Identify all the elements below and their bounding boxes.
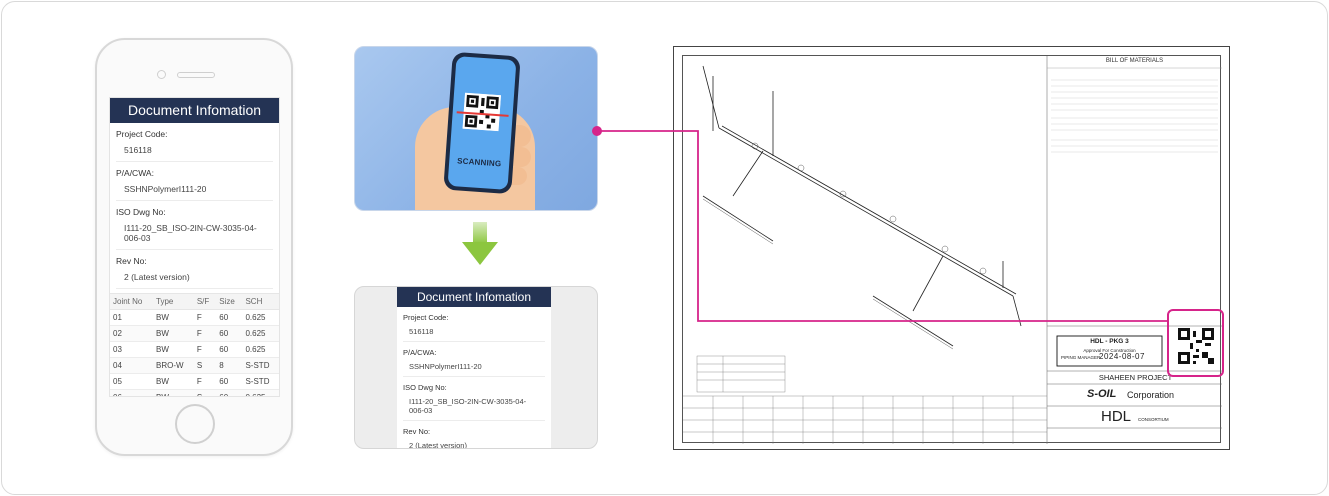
table-cell: F bbox=[193, 309, 217, 326]
scanning-illustration: SCANNING bbox=[354, 46, 598, 211]
table-cell: 01 bbox=[110, 309, 153, 326]
iso-dwg-label: ISO Dwg No: bbox=[116, 207, 166, 217]
scanning-label: SCANNING bbox=[456, 156, 502, 169]
phone-mockup: Document Infomation Project Code: 516118… bbox=[95, 38, 293, 456]
col-size: Size bbox=[216, 293, 243, 310]
table-cell: 0.625 bbox=[242, 341, 279, 358]
document-info-title: Document Infomation bbox=[110, 98, 279, 123]
table-cell: F bbox=[193, 373, 217, 390]
table-cell: 06 bbox=[110, 389, 153, 396]
preview-pacwa-value: SSHNPolymerI111-20 bbox=[403, 359, 545, 377]
qr-code-icon bbox=[462, 92, 501, 132]
approval-date: 2024-08-07 bbox=[1099, 352, 1145, 361]
table-cell: 03 bbox=[110, 341, 153, 358]
table-cell: BRO-W bbox=[153, 357, 194, 374]
table-cell: F bbox=[193, 341, 217, 358]
table-cell: 0.625 bbox=[242, 325, 279, 342]
table-cell: BW bbox=[153, 389, 194, 396]
table-cell: S-STD bbox=[242, 373, 279, 390]
table-cell: 60 bbox=[216, 389, 243, 396]
table-cell: BW bbox=[153, 341, 194, 358]
document-info-preview-panel: Document Infomation Project Code: 516118… bbox=[397, 287, 551, 448]
qr-highlight-box bbox=[1167, 309, 1224, 377]
col-sch: SCH bbox=[242, 293, 279, 310]
pacwa-value: SSHNPolymerI111-20 bbox=[116, 180, 273, 201]
preview-project-code-value: 516118 bbox=[403, 324, 545, 342]
phone-home-button bbox=[175, 404, 215, 444]
pacwa-label: P/A/CWA: bbox=[116, 168, 154, 178]
consortium-label: CONSORTIUM bbox=[1138, 417, 1169, 422]
table-row: 06BWS600.625 bbox=[110, 389, 279, 396]
piping-isometric bbox=[683, 56, 1222, 444]
approval-label: Approval For Construction bbox=[1083, 348, 1136, 353]
table-cell: 60 bbox=[216, 373, 243, 390]
table-cell: S bbox=[193, 357, 217, 374]
preview-rev-no-label: Rev No: bbox=[403, 427, 431, 436]
table-cell: S-STD bbox=[242, 357, 279, 374]
scanning-phone-screen: SCANNING bbox=[447, 56, 517, 190]
hdl-logo: HDL bbox=[1101, 408, 1132, 425]
drawing-border: BILL OF MATERIALS HDL - PKG 3 Approval F… bbox=[682, 55, 1222, 444]
arrow-down-icon bbox=[462, 222, 498, 265]
joints-header-row: Joint No Type S/F Size SCH bbox=[110, 293, 279, 310]
table-cell: 04 bbox=[110, 357, 153, 374]
table-cell: 60 bbox=[216, 341, 243, 358]
col-sf: S/F bbox=[193, 293, 217, 310]
project-code-value: 516118 bbox=[116, 141, 273, 162]
preview-iso-dwg-label: ISO Dwg No: bbox=[403, 383, 447, 392]
preview-pacwa-label: P/A/CWA: bbox=[403, 348, 437, 357]
project-name: SHAHEEN PROJECT bbox=[1098, 373, 1173, 382]
preview-title: Document Infomation bbox=[397, 287, 551, 307]
table-cell: 02 bbox=[110, 325, 153, 342]
soil-logo: S-OIL bbox=[1087, 388, 1117, 400]
bom-title: BILL OF MATERIALS bbox=[1105, 58, 1164, 64]
table-cell: 8 bbox=[216, 357, 243, 374]
col-type: Type bbox=[153, 293, 194, 310]
package-label: HDL - PKG 3 bbox=[1090, 338, 1129, 345]
table-cell: BW bbox=[153, 373, 194, 390]
phone-screen: Document Infomation Project Code: 516118… bbox=[109, 97, 280, 397]
qr-code-icon bbox=[1178, 328, 1214, 364]
scanning-phone: SCANNING bbox=[443, 51, 521, 195]
isometric-drawing-sheet: BILL OF MATERIALS HDL - PKG 3 Approval F… bbox=[673, 46, 1230, 450]
table-cell: S bbox=[193, 389, 217, 396]
table-cell: BW bbox=[153, 309, 194, 326]
rev-no-value: 2 (Latest version) bbox=[116, 268, 273, 289]
project-code-label: Project Code: bbox=[116, 129, 168, 139]
table-cell: 05 bbox=[110, 373, 153, 390]
table-cell: F bbox=[193, 325, 217, 342]
preview-rev-no-value: 2 (Latest version) bbox=[403, 438, 545, 448]
table-cell: 0.625 bbox=[242, 309, 279, 326]
table-cell: 60 bbox=[216, 309, 243, 326]
phone-speaker bbox=[177, 72, 215, 78]
iso-dwg-value: I111-20_SB_ISO-2IN-CW-3035-04-006-03 bbox=[116, 219, 273, 250]
preview-project-code-label: Project Code: bbox=[403, 313, 449, 322]
table-cell: 0.625 bbox=[242, 389, 279, 396]
phone-camera bbox=[157, 70, 166, 79]
document-info-preview: Document Infomation Project Code: 516118… bbox=[354, 286, 598, 449]
preview-iso-dwg-value: I111-20_SB_ISO-2IN-CW-3035-04-006-03 bbox=[403, 394, 545, 421]
table-cell: BW bbox=[153, 325, 194, 342]
table-cell: 60 bbox=[216, 325, 243, 342]
manager-label: PIPING MANAGER bbox=[1061, 355, 1101, 360]
rev-no-label: Rev No: bbox=[116, 256, 147, 266]
corporation-label: Corporation bbox=[1127, 390, 1175, 400]
col-joint-no: Joint No bbox=[110, 293, 153, 310]
